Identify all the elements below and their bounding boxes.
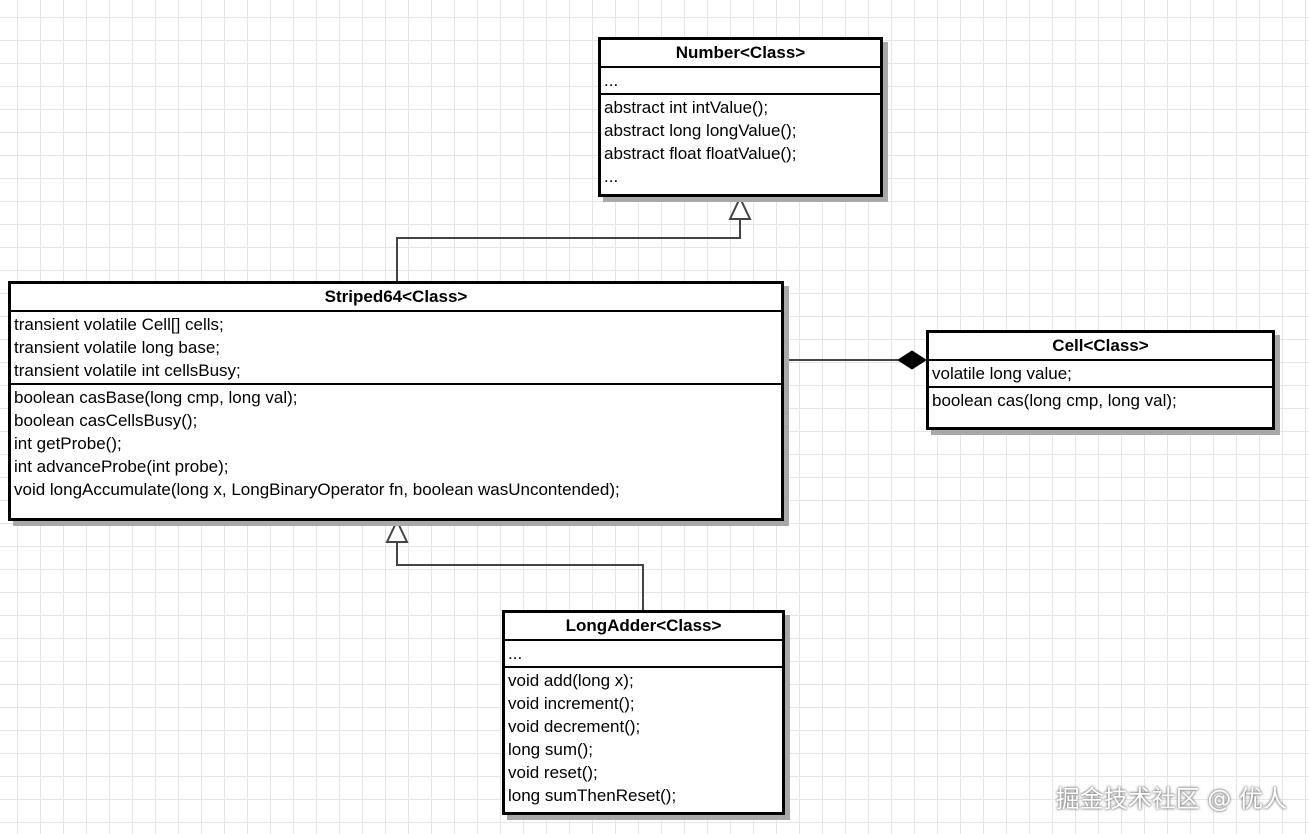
- class-title: Striped64<Class>: [11, 284, 781, 312]
- attributes-section: ...: [505, 641, 782, 666]
- class-title: Cell<Class>: [929, 333, 1272, 361]
- method: long sumThenReset();: [508, 786, 677, 805]
- inheritance-line-longadder-striped64: [396, 542, 644, 610]
- attributes-section: volatile long value;: [929, 361, 1272, 386]
- method: boolean casCellsBusy();: [14, 411, 198, 430]
- methods-section: abstract int intValue(); abstract long l…: [601, 93, 880, 189]
- methods-section: boolean casBase(long cmp, long val); boo…: [11, 383, 781, 502]
- method: void longAccumulate(long x, LongBinaryOp…: [14, 480, 620, 499]
- attribute: transient volatile long base;: [14, 338, 221, 357]
- class-number[interactable]: Number<Class> ... abstract int intValue(…: [598, 37, 883, 197]
- method: void reset();: [508, 763, 598, 782]
- class-title: LongAdder<Class>: [505, 613, 782, 641]
- watermark: 掘金技术社区 @ 优人: [1055, 785, 1287, 813]
- method: boolean cas(long cmp, long val);: [932, 391, 1177, 410]
- inheritance-arrowhead-number: [728, 195, 752, 220]
- attributes-section: ...: [601, 68, 880, 93]
- attribute: transient volatile int cellsBusy;: [14, 361, 241, 380]
- attribute: volatile long value;: [932, 364, 1072, 383]
- class-cell[interactable]: Cell<Class> volatile long value; boolean…: [926, 330, 1275, 430]
- attributes-section: transient volatile Cell[] cells; transie…: [11, 312, 781, 383]
- method: void decrement();: [508, 717, 641, 736]
- method: void increment();: [508, 694, 635, 713]
- method: int getProbe();: [14, 434, 122, 453]
- class-longadder[interactable]: LongAdder<Class> ... void add(long x); v…: [502, 610, 785, 815]
- method: abstract float floatValue();: [604, 144, 797, 163]
- attribute: ...: [604, 71, 619, 90]
- method: abstract int intValue();: [604, 98, 769, 117]
- method: boolean casBase(long cmp, long val);: [14, 388, 298, 407]
- method: abstract long longValue();: [604, 121, 797, 140]
- method: long sum();: [508, 740, 594, 759]
- class-title: Number<Class>: [601, 40, 880, 68]
- method: ...: [604, 167, 619, 186]
- attribute: transient volatile Cell[] cells;: [14, 315, 224, 334]
- inheritance-arrowhead-striped64: [385, 518, 409, 543]
- inheritance-line-striped64-number: [396, 219, 741, 281]
- methods-section: void add(long x); void increment(); void…: [505, 666, 782, 808]
- class-striped64[interactable]: Striped64<Class> transient volatile Cell…: [8, 281, 784, 521]
- methods-section: boolean cas(long cmp, long val);: [929, 386, 1272, 413]
- attribute: ...: [508, 644, 523, 663]
- method: void add(long x);: [508, 671, 634, 690]
- method: int advanceProbe(int probe);: [14, 457, 229, 476]
- composition-diamond: [897, 350, 927, 370]
